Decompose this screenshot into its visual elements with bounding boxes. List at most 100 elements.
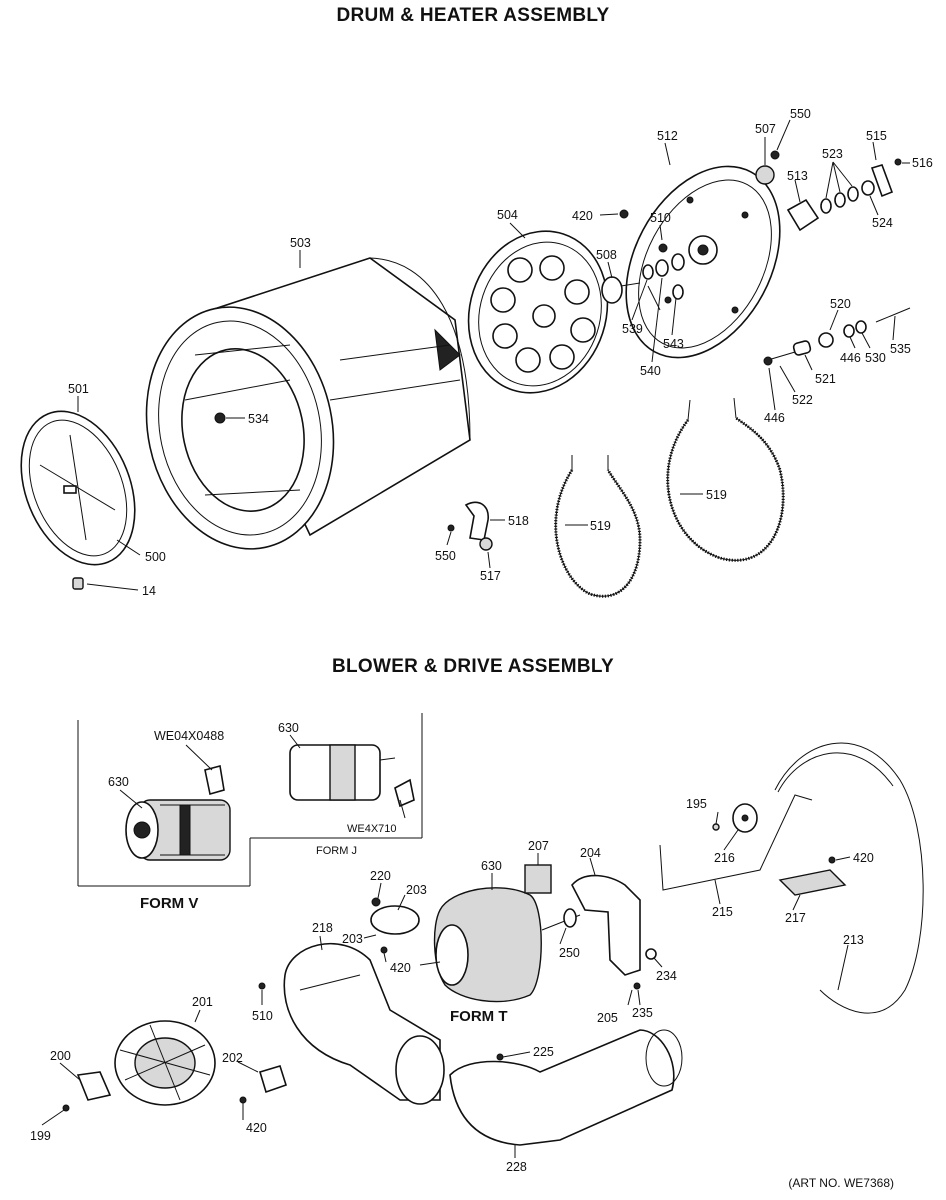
motor-mount-clamp (370, 897, 420, 954)
callout-14: 14 (142, 584, 156, 598)
callout-520: 520 (830, 297, 851, 311)
blower-small-parts (62, 982, 287, 1112)
form-t-label: FORM T (450, 1008, 508, 1025)
callout-539: 539 (622, 322, 643, 336)
callout-we4x710: WE4X710 (347, 823, 397, 835)
callout-501: 501 (68, 382, 89, 396)
idler-bracket (778, 869, 847, 896)
heater-coil-small (554, 455, 642, 598)
form-v-label: FORM V (140, 895, 198, 912)
callouts-drum: 501 500 14 503 534 504 420 510 508 539 5… (68, 107, 933, 598)
callout-225: 225 (533, 1045, 554, 1059)
callout-518: 518 (508, 514, 529, 528)
callout-420-idler: 420 (853, 851, 874, 865)
idler-arm (659, 794, 813, 891)
leader-lines-blower (41, 734, 851, 1158)
callout-216: 216 (714, 851, 735, 865)
blower-wheel (114, 1020, 216, 1106)
blower-drive-title: BLOWER & DRIVE ASSEMBLY (331, 656, 615, 677)
callout-500: 500 (145, 550, 166, 564)
callout-517: 517 (480, 569, 501, 583)
callout-508: 508 (596, 248, 617, 262)
switch-we04-part (204, 765, 225, 796)
nut-part (894, 158, 902, 166)
callout-522: 522 (792, 393, 813, 407)
motor-form-j (289, 744, 415, 808)
callout-235: 235 (632, 1006, 653, 1020)
callout-217: 217 (785, 911, 806, 925)
callout-521: 521 (815, 372, 836, 386)
callout-523: 523 (822, 147, 843, 161)
callout-250: 250 (559, 946, 580, 960)
callout-519-large: 519 (706, 488, 727, 502)
callout-420-drum: 420 (572, 209, 593, 223)
callout-503: 503 (290, 236, 311, 250)
motor-bracket (571, 874, 657, 990)
thermostat-parts (755, 150, 780, 185)
callout-446-a: 446 (840, 351, 861, 365)
callout-512: 512 (657, 129, 678, 143)
callout-205: 205 (597, 1011, 618, 1025)
art-number: (ART NO. WE7368) (788, 1176, 894, 1190)
exhaust-duct (449, 1029, 683, 1146)
callout-we04x0488: WE04X0488 (154, 729, 224, 743)
callout-228: 228 (506, 1160, 527, 1174)
leader-lines-drum (77, 119, 910, 591)
callout-420-blower: 420 (246, 1121, 267, 1135)
idler-pulley (712, 803, 758, 833)
motor-form-v (125, 765, 231, 861)
callout-504: 504 (497, 208, 518, 222)
callout-204: 204 (580, 846, 601, 860)
form-j-label: FORM J (316, 845, 357, 857)
callout-199: 199 (30, 1129, 51, 1143)
callout-524: 524 (872, 216, 893, 230)
heater-bracket-parts (447, 501, 493, 551)
heater-coil-large (666, 397, 785, 562)
callout-507: 507 (755, 122, 776, 136)
callout-630-form-v: 630 (108, 775, 129, 789)
callout-220: 220 (370, 869, 391, 883)
callout-530: 530 (865, 351, 886, 365)
callouts-blower: WE04X0488 630 630 WE4X710 FORM J FORM V … (30, 721, 874, 1174)
callout-630-form-t: 630 (481, 859, 502, 873)
callout-513: 513 (787, 169, 808, 183)
callout-203-a: 203 (406, 883, 427, 897)
callout-630-form-j: 630 (278, 721, 299, 735)
insulator-part (861, 180, 875, 196)
callout-510-drum: 510 (650, 211, 671, 225)
callout-550-drum: 550 (790, 107, 811, 121)
callout-540: 540 (640, 364, 661, 378)
heater-terminal-assembly (763, 307, 911, 366)
callout-203-b: 203 (342, 932, 363, 946)
terminal-part (870, 164, 894, 198)
callout-534: 534 (248, 412, 269, 426)
bracket-part (786, 198, 820, 232)
clip-part (72, 577, 84, 590)
callout-446-b: 446 (764, 411, 785, 425)
callout-519-small: 519 (590, 519, 611, 533)
callout-420-motor: 420 (390, 961, 411, 975)
callout-515: 515 (866, 129, 887, 143)
callout-218: 218 (312, 921, 333, 935)
callout-213: 213 (843, 933, 864, 947)
drive-belt (774, 742, 924, 1014)
front-seal-ring (20, 410, 136, 566)
callout-201: 201 (192, 995, 213, 1009)
washer-set (820, 186, 859, 214)
callout-516: 516 (912, 156, 933, 170)
motor-form-t (419, 887, 581, 1003)
callout-215: 215 (712, 905, 733, 919)
callout-535: 535 (890, 342, 911, 356)
screw-420-part (828, 856, 836, 864)
callout-207: 207 (528, 839, 549, 853)
drum-heater-title: DRUM & HEATER ASSEMBLY (336, 5, 610, 26)
callout-510-blower: 510 (252, 1009, 273, 1023)
callout-200: 200 (50, 1049, 71, 1063)
blower-housing (283, 942, 445, 1105)
drum-bearing-parts (601, 209, 685, 311)
callout-550-bracket: 550 (435, 549, 456, 563)
callout-234: 234 (656, 969, 677, 983)
callout-202: 202 (222, 1051, 243, 1065)
callout-195: 195 (686, 797, 707, 811)
